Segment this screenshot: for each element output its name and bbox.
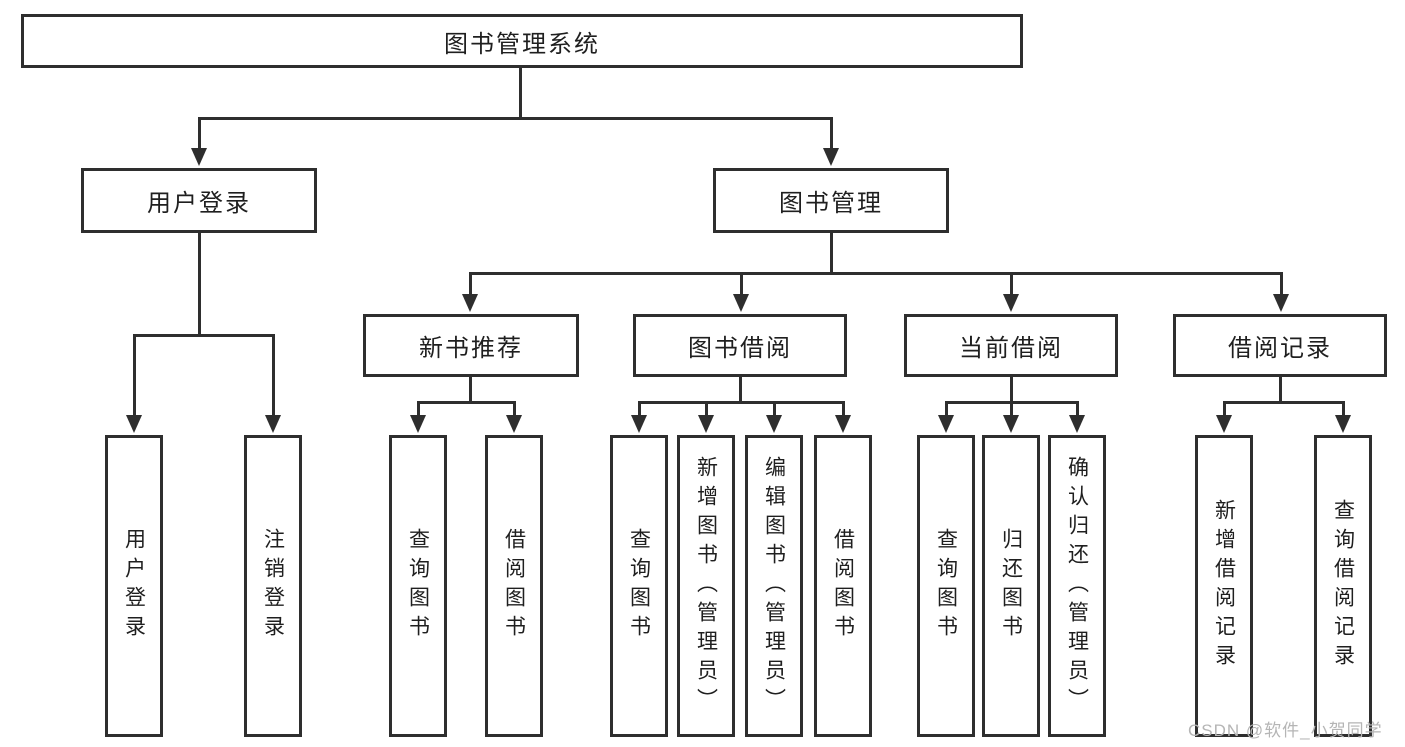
csdn-watermark: CSDN @软件_小贺同学 xyxy=(1188,721,1383,740)
leaf-confirm-return-admin: 确认归还（管理员） xyxy=(1048,435,1106,737)
connector-line xyxy=(469,272,472,294)
connector-line xyxy=(1279,377,1282,403)
connector-line xyxy=(469,272,1282,275)
arrow-down xyxy=(191,148,207,166)
connector-line xyxy=(1342,401,1345,416)
node-book-mgmt-label: 图书管理 xyxy=(779,190,883,217)
connector-line xyxy=(740,272,743,294)
arrow-down xyxy=(1003,415,1019,433)
node-book-mgmt: 图书管理 xyxy=(713,168,949,233)
arrow-down xyxy=(698,415,714,433)
connector-line xyxy=(1223,401,1344,404)
connector-line xyxy=(638,401,641,416)
connector-line xyxy=(1076,401,1079,416)
node-user-login: 用户登录 xyxy=(81,168,317,233)
arrow-down xyxy=(733,294,749,312)
arrow-down xyxy=(766,415,782,433)
connector-line xyxy=(945,401,948,416)
connector-line xyxy=(773,401,776,416)
arrow-down xyxy=(1335,415,1351,433)
arrow-down xyxy=(1003,294,1019,312)
leaf-recommend-borrow-book: 借阅图书 xyxy=(485,435,543,737)
connector-line xyxy=(519,66,522,119)
connector-line xyxy=(198,233,201,336)
arrow-down xyxy=(631,415,647,433)
leaf-add-book-admin: 新增图书（管理员） xyxy=(677,435,735,737)
connector-line xyxy=(133,334,275,337)
leaf-add-borrow-record: 新增借阅记录 xyxy=(1195,435,1253,737)
node-borrow-record: 借阅记录 xyxy=(1173,314,1387,377)
connector-line xyxy=(198,117,832,120)
connector-line xyxy=(1010,377,1013,403)
connector-line xyxy=(1010,401,1013,416)
node-book-borrow: 图书借阅 xyxy=(633,314,847,377)
node-borrow-record-label: 借阅记录 xyxy=(1228,335,1332,362)
node-new-book-recommend-label: 新书推荐 xyxy=(419,335,523,362)
arrow-down xyxy=(938,415,954,433)
arrow-down xyxy=(265,415,281,433)
leaf-user-login: 用户登录 xyxy=(105,435,163,737)
connector-line xyxy=(705,401,708,416)
leaf-recommend-query-book: 查询图书 xyxy=(389,435,447,737)
node-root-label: 图书管理系统 xyxy=(444,30,600,58)
leaf-current-query-book: 查询图书 xyxy=(917,435,975,737)
connector-line xyxy=(469,377,472,403)
connector-line xyxy=(830,117,833,150)
leaf-edit-book-admin: 编辑图书（管理员） xyxy=(745,435,803,737)
leaf-logout: 注销登录 xyxy=(244,435,302,737)
leaf-return-book: 归还图书 xyxy=(982,435,1040,737)
node-user-login-label: 用户登录 xyxy=(147,190,251,217)
node-current-borrow-label: 当前借阅 xyxy=(959,335,1063,362)
arrow-down xyxy=(1069,415,1085,433)
connector-line xyxy=(513,401,516,416)
connector-line xyxy=(1280,272,1283,294)
node-current-borrow: 当前借阅 xyxy=(904,314,1118,377)
leaf-query-borrow-record: 查询借阅记录 xyxy=(1314,435,1372,737)
arrow-down xyxy=(1273,294,1289,312)
connector-line xyxy=(842,401,845,416)
node-new-book-recommend: 新书推荐 xyxy=(363,314,579,377)
leaf-borrow-book: 借阅图书 xyxy=(814,435,872,737)
arrow-down xyxy=(1216,415,1232,433)
connector-line xyxy=(417,401,516,404)
connector-line xyxy=(1010,272,1013,294)
arrow-down xyxy=(823,148,839,166)
node-book-borrow-label: 图书借阅 xyxy=(688,335,792,362)
arrow-down xyxy=(506,415,522,433)
node-root: 图书管理系统 xyxy=(21,14,1023,68)
arrow-down xyxy=(835,415,851,433)
connector-line xyxy=(739,377,742,403)
arrow-down xyxy=(126,415,142,433)
connector-line xyxy=(272,334,275,416)
connector-line xyxy=(1223,401,1226,416)
connector-line xyxy=(133,334,136,416)
connector-line xyxy=(417,401,420,416)
connector-line xyxy=(830,233,833,274)
arrow-down xyxy=(410,415,426,433)
arrow-down xyxy=(462,294,478,312)
connector-line xyxy=(198,117,201,150)
leaf-borrow-query-book: 查询图书 xyxy=(610,435,668,737)
connector-line xyxy=(638,401,844,404)
